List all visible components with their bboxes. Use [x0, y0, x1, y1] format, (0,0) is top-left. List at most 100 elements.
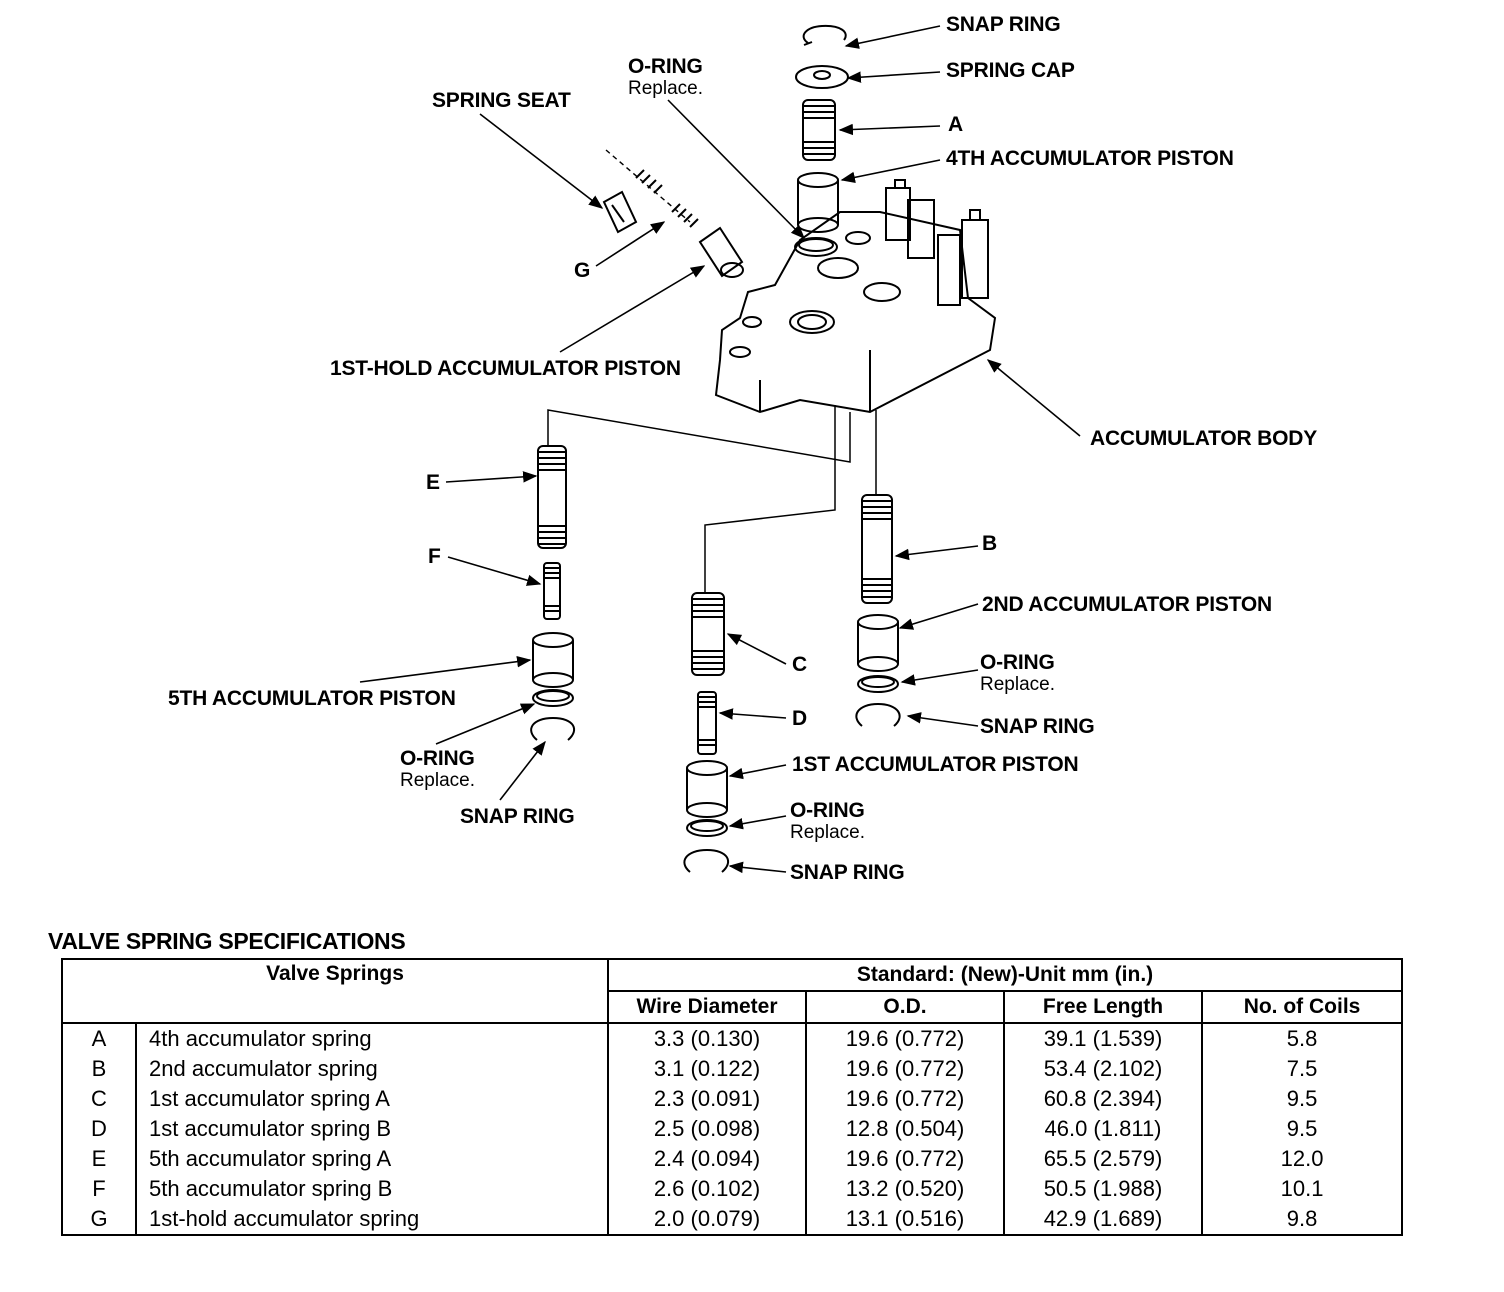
table-title: VALVE SPRING SPECIFICATIONS [48, 928, 406, 954]
spring-id: D [91, 1116, 107, 1141]
piston-2nd [857, 614, 899, 672]
spring-id: E [91, 1146, 107, 1171]
wire-diameter: 2.4 (0.094) [607, 1144, 807, 1174]
label-oring-top-note: Replace. [628, 78, 703, 99]
label-piston-2nd: 2ND ACCUMULATOR PISTON [982, 593, 1272, 616]
spring-name: 5th accumulator spring B [134, 1174, 609, 1204]
label-spring-e: E [426, 471, 440, 494]
spring-id: A [91, 1026, 107, 1051]
free-length: 53.4 (2.102) [1003, 1054, 1203, 1084]
piston-1st [686, 760, 728, 818]
wire-diameter: 2.5 (0.098) [607, 1114, 807, 1144]
label-snap-ring-5th: SNAP RING [460, 805, 575, 828]
snap-ring-1st [683, 848, 730, 873]
oring-top [794, 237, 838, 257]
valve-spring-spec-table: Valve Springs Standard: (New)-Unit mm (i… [61, 958, 1404, 1236]
piston-1st-hold [698, 226, 744, 278]
label-oring-1st-note: Replace. [790, 822, 865, 843]
header-valve-springs: Valve Springs [62, 959, 609, 1024]
coil-count: 9.5 [1201, 1084, 1403, 1114]
spring-g-upper [635, 169, 663, 194]
spring-id: G [90, 1206, 108, 1231]
column-header: No. of Coils [1201, 991, 1403, 1024]
label-piston-1st-hold: 1ST-HOLD ACCUMULATOR PISTON [330, 357, 681, 380]
outer-diameter: 13.1 (0.516) [805, 1204, 1005, 1235]
column-header: Wire Diameter [607, 991, 807, 1024]
label-accumulator-body: ACCUMULATOR BODY [1090, 427, 1318, 450]
free-length: 39.1 (1.539) [1003, 1023, 1203, 1054]
free-length: 65.5 (2.579) [1003, 1144, 1203, 1174]
piston-5th [532, 632, 574, 688]
wire-diameter: 2.3 (0.091) [607, 1084, 807, 1114]
snap-ring-top [802, 24, 847, 46]
spring-name: 1st-hold accumulator spring [134, 1204, 609, 1235]
spring-b [861, 494, 893, 604]
snap-ring-5th [530, 716, 576, 741]
free-length: 50.5 (1.988) [1003, 1174, 1203, 1204]
oring-2nd [857, 675, 899, 693]
label-spring-a: A [948, 113, 963, 136]
spring-name: 2nd accumulator spring [134, 1054, 609, 1084]
label-oring-1st: O-RING [790, 799, 865, 822]
snap-ring-2nd [855, 702, 901, 727]
coil-count: 9.8 [1201, 1204, 1403, 1235]
outer-diameter: 13.2 (0.520) [805, 1174, 1005, 1204]
label-snap-ring-2nd: SNAP RING [980, 715, 1095, 738]
label-spring-d: D [792, 707, 807, 730]
oring-5th [532, 689, 574, 707]
spring-name: 1st accumulator spring A [134, 1084, 609, 1114]
spring-name: 1st accumulator spring B [134, 1114, 609, 1144]
spring-id: B [91, 1056, 107, 1081]
spring-cap [795, 65, 849, 89]
label-oring-2nd-note: Replace. [980, 674, 1055, 695]
label-spring-g: G [574, 259, 591, 282]
label-spring-c: C [792, 653, 807, 676]
accumulator-body [714, 179, 997, 414]
oring-1st [686, 819, 728, 837]
wire-diameter: 3.1 (0.122) [607, 1054, 807, 1084]
label-oring-2nd: O-RING [980, 651, 1055, 674]
column-header: Free Length [1003, 991, 1203, 1024]
label-oring-5th: O-RING [400, 747, 475, 770]
label-spring-seat: SPRING SEAT [432, 89, 571, 112]
leader-arrows [359, 25, 1081, 874]
label-piston-5th: 5TH ACCUMULATOR PISTON [168, 687, 456, 710]
coil-count: 12.0 [1201, 1144, 1403, 1174]
outer-diameter: 12.8 (0.504) [805, 1114, 1005, 1144]
exploded-diagram [359, 24, 1081, 874]
connector-lines [547, 405, 877, 592]
coil-count: 5.8 [1201, 1023, 1403, 1054]
free-length: 60.8 (2.394) [1003, 1084, 1203, 1114]
label-piston-1st: 1ST ACCUMULATOR PISTON [792, 753, 1079, 776]
outer-diameter: 19.6 (0.772) [805, 1144, 1005, 1174]
label-piston-4th: 4TH ACCUMULATOR PISTON [946, 147, 1234, 170]
label-oring-top: O-RING [628, 55, 703, 78]
header-standard: Standard: (New)-Unit mm (in.) [607, 959, 1403, 992]
wire-diameter: 2.6 (0.102) [607, 1174, 807, 1204]
coil-count: 9.5 [1201, 1114, 1403, 1144]
wire-diameter: 2.0 (0.079) [607, 1204, 807, 1235]
wire-diameter: 3.3 (0.130) [607, 1023, 807, 1054]
piston-4th [797, 172, 839, 233]
spring-c [691, 592, 725, 676]
label-spring-f: F [428, 545, 441, 568]
free-length: 46.0 (1.811) [1003, 1114, 1203, 1144]
outer-diameter: 19.6 (0.772) [805, 1054, 1005, 1084]
outer-diameter: 19.6 (0.772) [805, 1023, 1005, 1054]
label-spring-cap: SPRING CAP [946, 59, 1075, 82]
spring-e [537, 445, 567, 549]
coil-count: 7.5 [1201, 1054, 1403, 1084]
label-snap-ring-top: SNAP RING [946, 13, 1061, 36]
column-header: O.D. [805, 991, 1005, 1024]
coil-count: 10.1 [1201, 1174, 1403, 1204]
outer-diameter: 19.6 (0.772) [805, 1084, 1005, 1114]
spring-f [543, 562, 561, 620]
spring-name: 5th accumulator spring A [134, 1144, 609, 1174]
spring-d [697, 691, 717, 755]
spring-seat [602, 190, 638, 234]
